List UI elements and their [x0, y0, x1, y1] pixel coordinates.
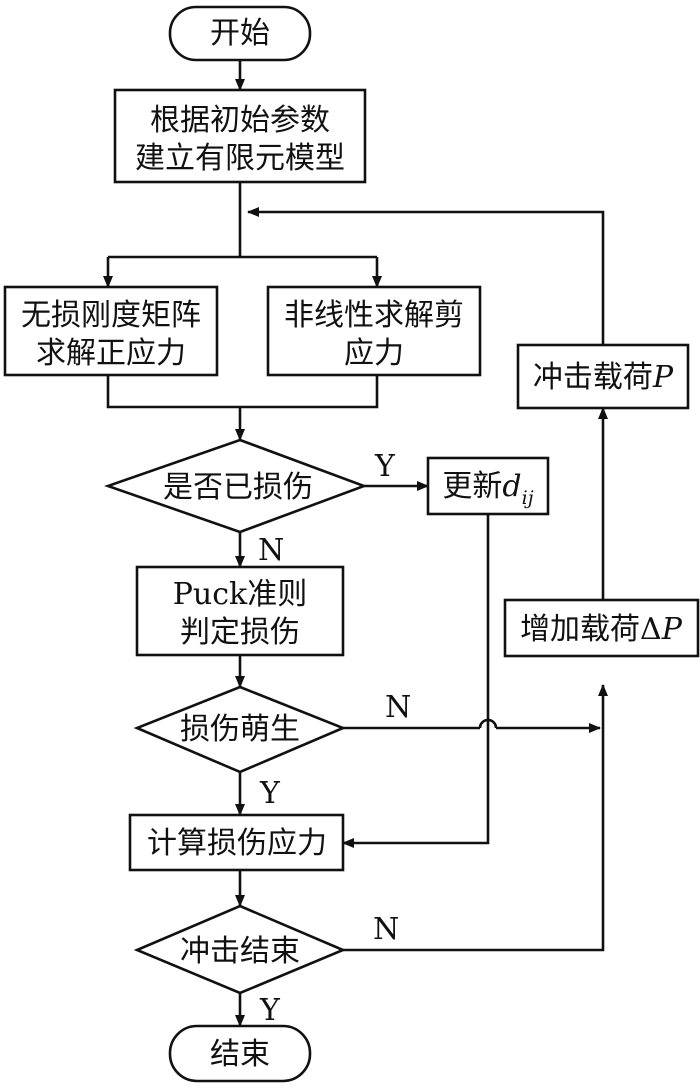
- end-label: 结束: [210, 1037, 270, 1072]
- lossless-stiffness-line2: 求解正应力: [36, 336, 186, 371]
- edge-impact-load-feedback: [247, 207, 605, 345]
- impact-load-var: P: [652, 360, 674, 395]
- increase-load-prefix: 增加载荷Δ: [520, 612, 662, 647]
- nonlinear-shear-line1: 非线性求解剪: [284, 298, 464, 333]
- damaged-yes-label: Y: [374, 449, 396, 484]
- initiation-yes-label: Y: [259, 776, 281, 811]
- edge-merge: [106, 375, 379, 409]
- damaged-no-label: N: [258, 533, 284, 568]
- end-terminal: [168, 1024, 312, 1083]
- impact-end-yes-label: Y: [259, 993, 281, 1028]
- increase-load-var: P: [661, 612, 683, 647]
- damaged-decision-label: 是否已损伤: [163, 470, 313, 505]
- start-terminal: [168, 5, 312, 62]
- calc-damage-stress-label: 计算损伤应力: [147, 826, 327, 861]
- impact-end-no-label: N: [373, 912, 399, 947]
- update-dij-prefix: 更新: [442, 469, 502, 504]
- start-label: 开始: [210, 16, 270, 51]
- build-model-box: [113, 88, 367, 184]
- nonlinear-shear-box: [266, 285, 482, 377]
- puck-criterion-box: [135, 565, 345, 657]
- initiation-decision-label: 损伤萌生: [180, 712, 300, 747]
- impact-load-label: 冲击载荷P: [533, 360, 674, 395]
- build-model-line2: 建立有限元模型: [135, 141, 345, 176]
- update-dij-var: d: [502, 469, 521, 504]
- edge-impact-end-no: [343, 684, 608, 952]
- initiation-decision-diamond: [133, 685, 347, 774]
- nonlinear-shear-line2: 应力: [344, 336, 404, 371]
- initiation-no-label: N: [385, 690, 411, 725]
- build-model-line1: 根据初始参数: [150, 103, 330, 138]
- impact-load-prefix: 冲击载荷: [533, 360, 653, 395]
- puck-criterion-line2: 判定损伤: [180, 615, 300, 650]
- update-dij-label: 更新dij: [442, 469, 533, 509]
- impact-end-decision-diamond: [133, 904, 347, 995]
- calc-damage-stress-box: [128, 813, 345, 872]
- puck-criterion-line1: Puck准则: [173, 577, 308, 612]
- lossless-stiffness-line1: 无损刚度矩阵: [21, 298, 201, 333]
- edge-update-to-calc: [342, 514, 490, 848]
- impact-end-decision-label: 冲击结束: [180, 934, 300, 969]
- impact-load-box: [516, 343, 690, 410]
- damaged-decision-diamond: [104, 438, 368, 534]
- increase-load-label: 增加载荷ΔP: [520, 612, 683, 647]
- lossless-stiffness-box: [3, 285, 219, 377]
- update-dij-sub: ij: [522, 487, 534, 509]
- update-dij-box: [426, 456, 550, 516]
- increase-load-box: [503, 598, 700, 658]
